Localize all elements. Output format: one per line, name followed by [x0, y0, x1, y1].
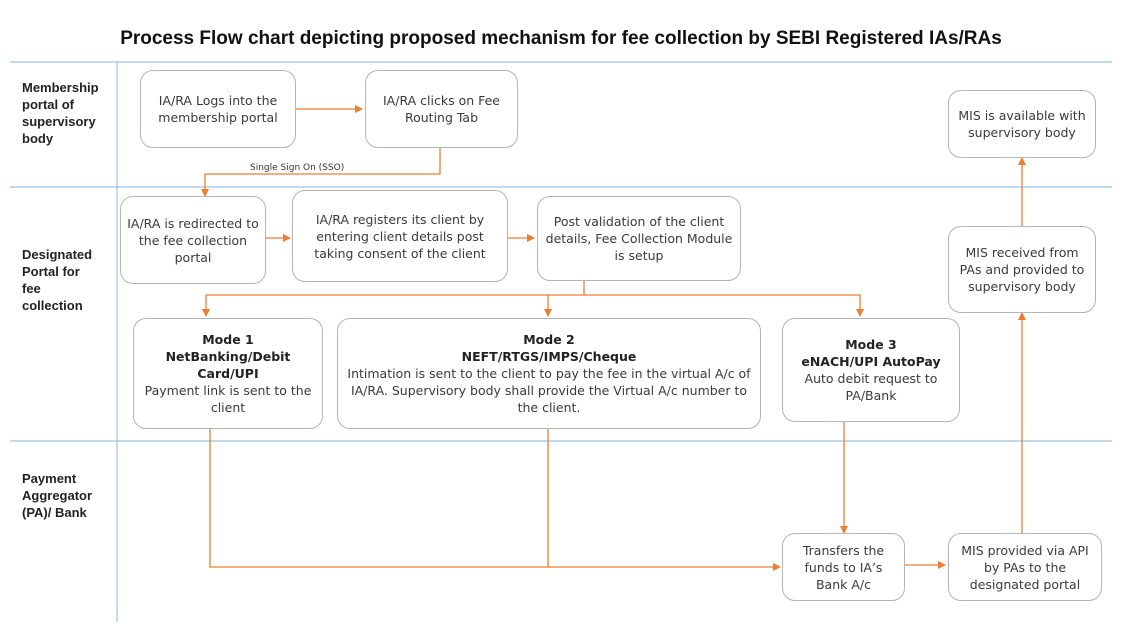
registers-box: IA/RA registers its client by entering c… — [292, 190, 508, 282]
validation-box: Post validation of the client details, F… — [537, 196, 741, 281]
mode2-title: Mode 2 — [523, 332, 575, 347]
mode3-text: Auto debit request to PA/Bank — [804, 371, 938, 403]
mode3-method: eNACH/UPI AutoPay — [801, 354, 941, 369]
mis-received-box: MIS received from PAs and provided to su… — [948, 226, 1096, 313]
flow-arrows — [201, 105, 1026, 571]
mode2-box: Mode 2 NEFT/RTGS/IMPS/Cheque Intimation … — [337, 318, 761, 429]
mode1-text: Payment link is sent to the client — [144, 383, 312, 415]
arrow-sso — [201, 148, 441, 197]
lane-label-membership: Membership portal of supervisory body — [22, 80, 99, 146]
mis-available-box: MIS is available with supervisory body — [948, 90, 1096, 158]
transfers-box: Transfers the funds to IA’s Bank A/c — [782, 533, 905, 601]
lane-dividers — [10, 61, 1112, 622]
chart-title: Process Flow chart depicting proposed me… — [120, 28, 1002, 49]
mode1-title: Mode 1 — [202, 332, 254, 347]
registers-text: IA/RA registers its client by entering c… — [314, 211, 486, 261]
mode1-box: Mode 1 NetBanking/Debit Card/UPI Payment… — [133, 318, 323, 429]
mode2-text: Intimation is sent to the client to pay … — [347, 366, 751, 415]
arrow-validation-to-modes — [206, 281, 585, 296]
login-text: IA/RA Logs into the membership portal — [158, 93, 278, 125]
mode3-title: Mode 3 — [845, 337, 897, 352]
mis-available-text: MIS is available with supervisory body — [958, 108, 1086, 140]
login-box: IA/RA Logs into the membership portal — [140, 70, 296, 148]
redirected-text: IA/RA is redirected to the fee collectio… — [127, 215, 259, 265]
validation-text: Post validation of the client details, F… — [545, 214, 733, 263]
fee-tab-text: IA/RA clicks on Fee Routing Tab — [383, 93, 500, 125]
mis-api-box: MIS provided via API by PAs to the desig… — [948, 533, 1102, 601]
transfers-text: Transfers the funds to IA’s Bank A/c — [802, 542, 885, 592]
fee-tab-box: IA/RA clicks on Fee Routing Tab — [365, 70, 518, 148]
sso-label: Single Sign On (SSO) — [250, 163, 345, 173]
mode1-method: NetBanking/Debit Card/UPI — [165, 349, 291, 381]
arrow-mode1-to-transfers — [209, 429, 781, 571]
lane-label-designated: Designated Portal for fee collection — [22, 247, 93, 313]
mode2-method: NEFT/RTGS/IMPS/Cheque — [461, 349, 637, 364]
lane-label-payment: Payment Aggregator (PA)/ Bank — [22, 471, 93, 520]
redirected-box: IA/RA is redirected to the fee collectio… — [120, 196, 266, 284]
mis-received-text: MIS received from PAs and provided to su… — [959, 245, 1085, 294]
mode3-box: Mode 3 eNACH/UPI AutoPay Auto debit requ… — [782, 318, 960, 422]
mis-api-text: MIS provided via API by PAs to the desig… — [961, 542, 1089, 592]
